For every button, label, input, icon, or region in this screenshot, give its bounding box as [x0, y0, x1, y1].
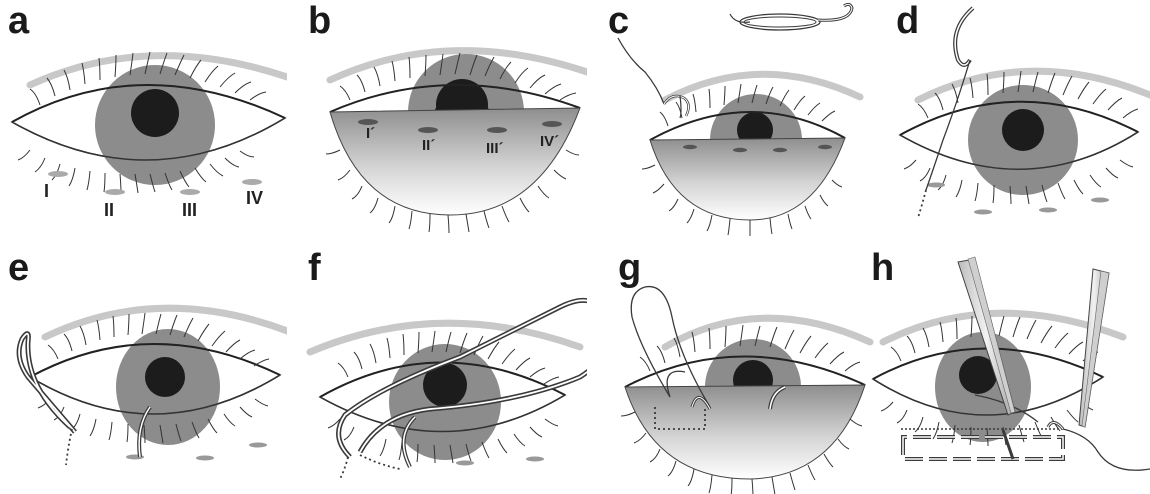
eye-diagram-e: [16, 304, 287, 466]
panel-f: f: [300, 247, 587, 494]
marker-label-1: I´: [366, 125, 376, 142]
marker-label-4: IV: [246, 188, 264, 208]
panel-b: b I´ II´ III´ IV´: [300, 0, 587, 247]
panel-a: a I II III IV: [0, 0, 287, 247]
panel-label: d: [896, 0, 920, 42]
panel-h: h: [863, 247, 1150, 494]
panel-label: c: [608, 0, 630, 42]
panel-d: d: [888, 0, 1150, 247]
panel-c: c: [600, 0, 887, 247]
marker-label-3: III: [182, 200, 198, 220]
panel-label: a: [8, 0, 30, 42]
panel-label: e: [8, 247, 30, 289]
marker-label-2: II´: [422, 137, 436, 154]
eye-diagram-d: [898, 6, 1150, 219]
panel-e: e: [0, 247, 287, 494]
marker-label-4: IV´: [540, 133, 560, 150]
panel-g: g: [610, 247, 897, 494]
eye-diagram-b: [325, 47, 587, 234]
marker-label-2: II: [104, 200, 115, 220]
panel-label: f: [308, 247, 321, 289]
eye-diagram-h: [871, 256, 1150, 471]
marker-label-1: I: [44, 181, 50, 201]
marker-label-3: III´: [486, 140, 504, 157]
eye-diagram-g: [620, 285, 874, 494]
panel-label: h: [871, 247, 895, 289]
panel-label: g: [618, 247, 642, 289]
panel-label: b: [308, 0, 332, 42]
eye-diagram-a: [10, 51, 287, 195]
eye-diagram-c: [617, 2, 864, 236]
eye-diagram-f: [306, 297, 587, 480]
